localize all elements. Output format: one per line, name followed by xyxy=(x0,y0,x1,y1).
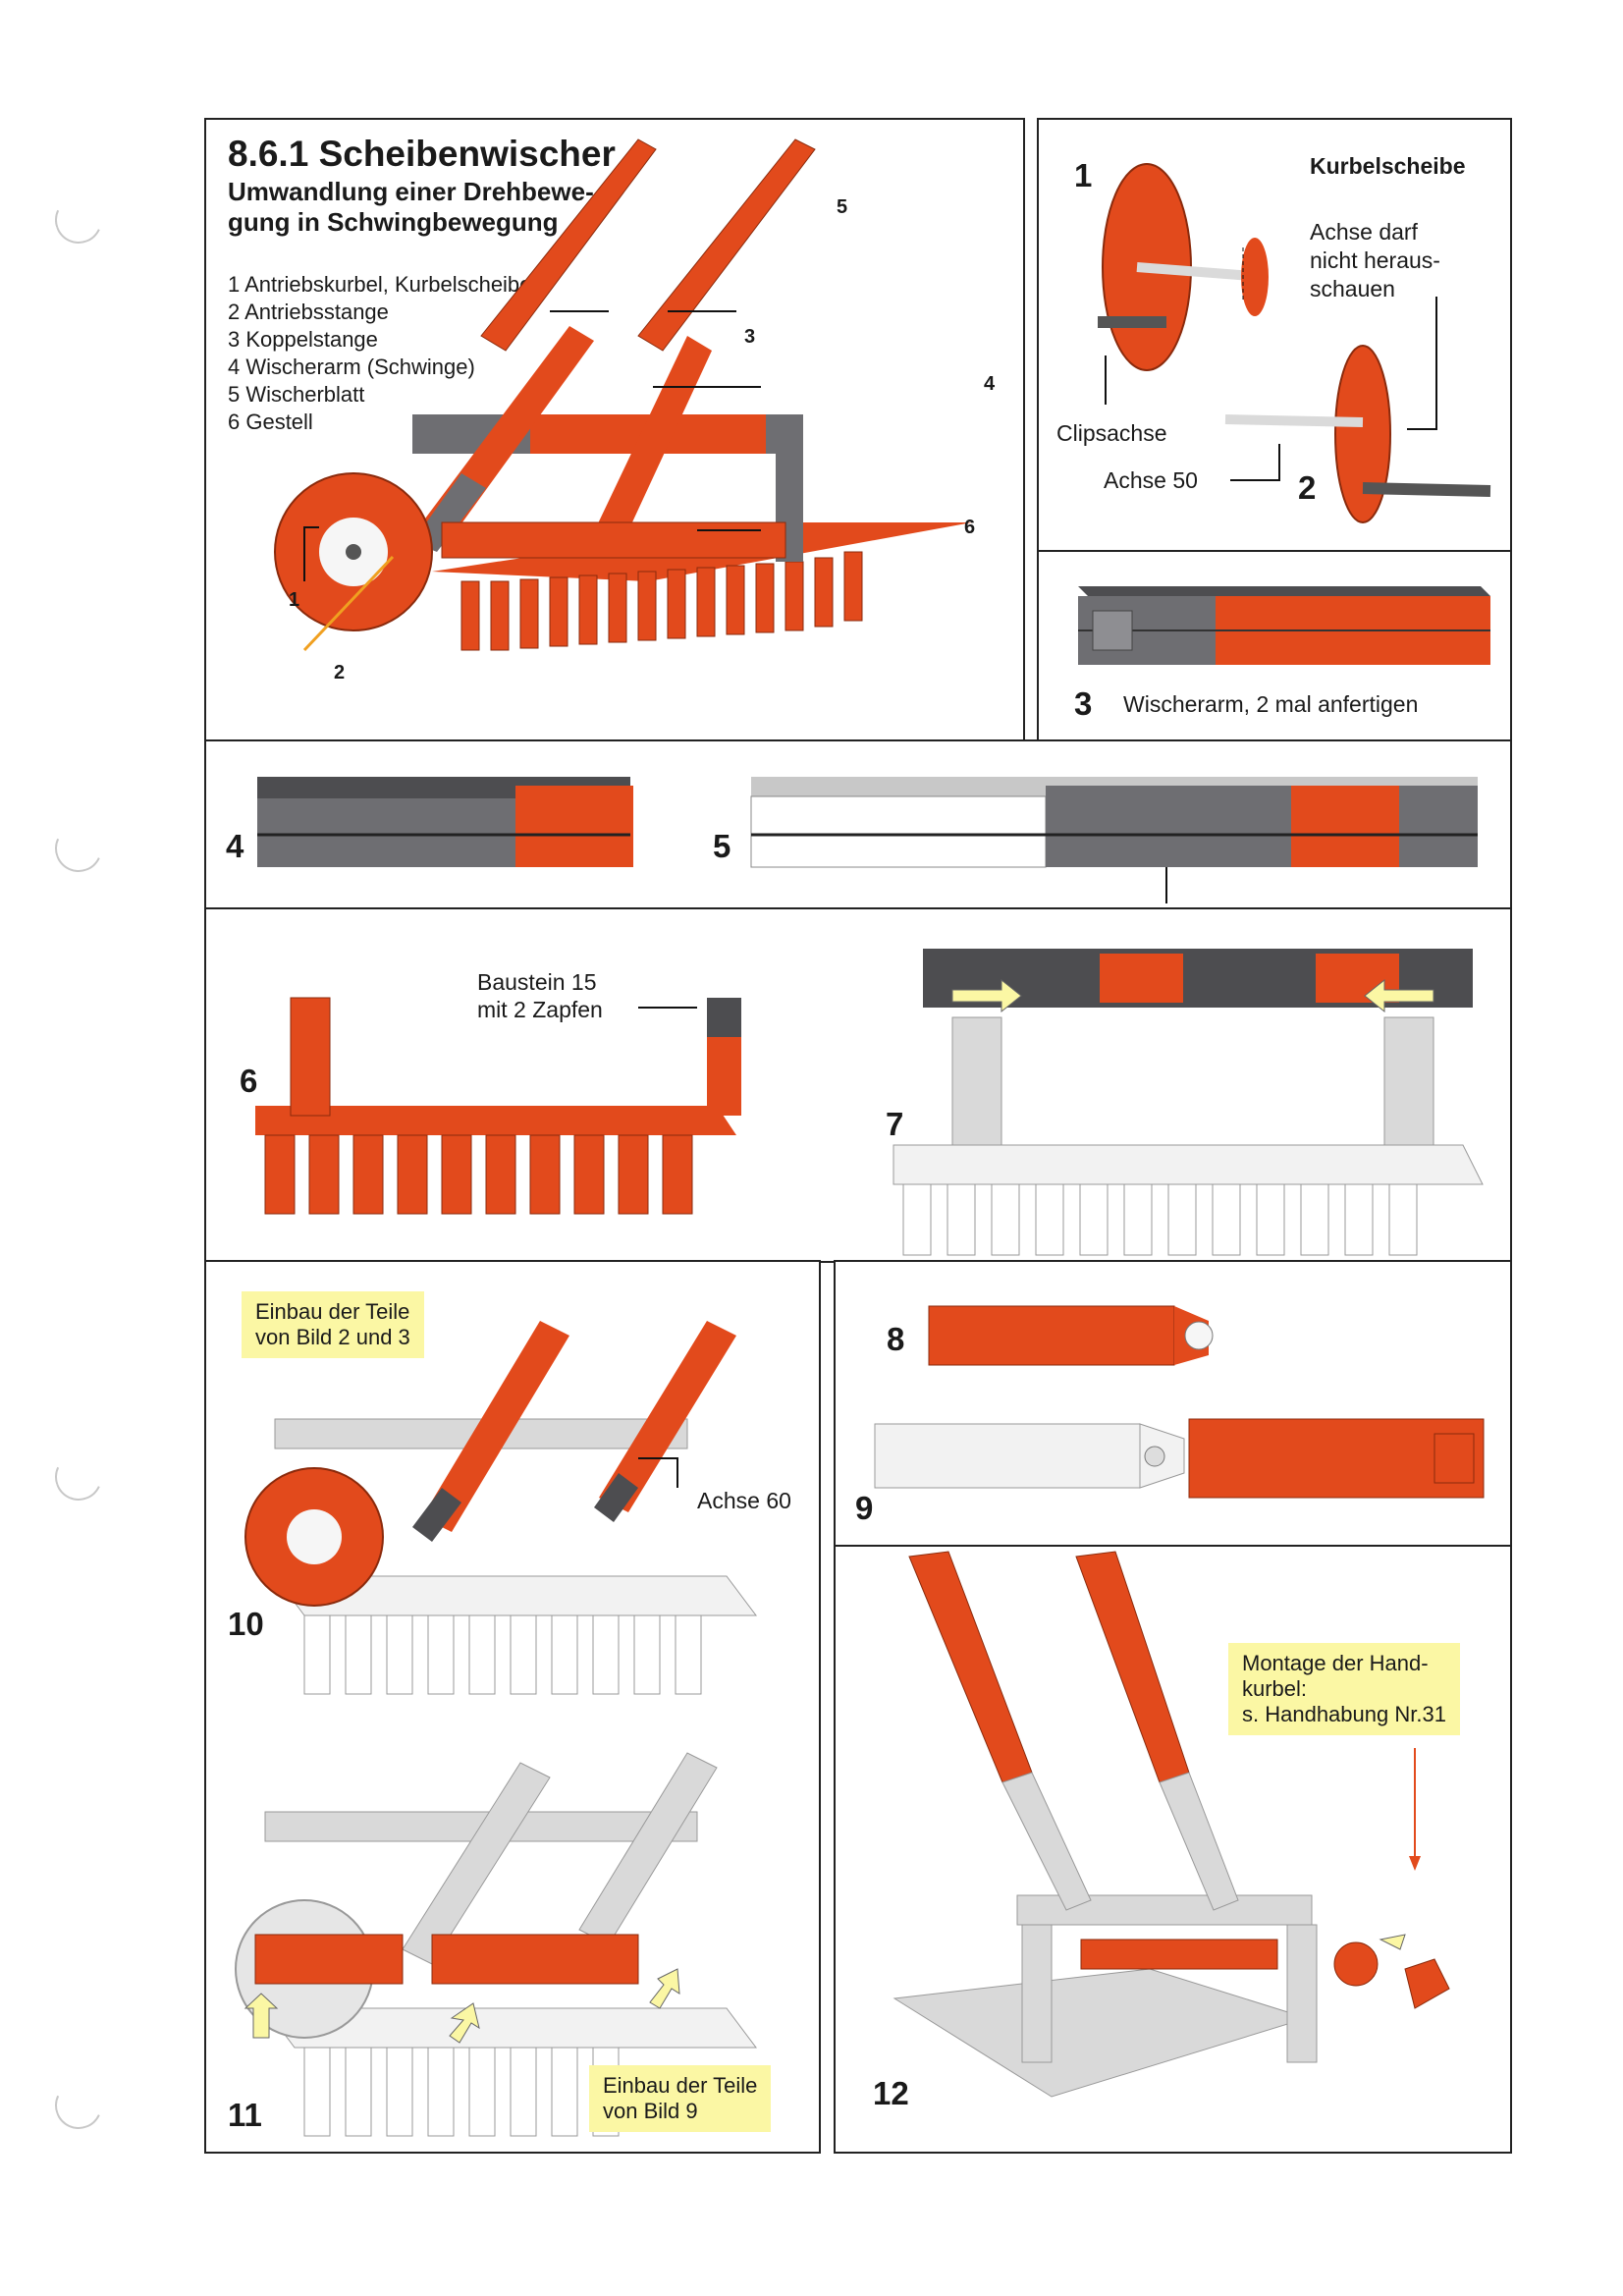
final-assembly-illustration xyxy=(893,1551,1450,2098)
legend-item: 2 Antriebsstange xyxy=(228,300,389,324)
subtitle-line: Umwandlung einer Drehbewe- xyxy=(228,177,594,206)
main-overview-panel: 8.6.1 Scheibenwischer Umwandlung einer D… xyxy=(204,118,1025,742)
axle-note: Achse darf nicht heraus- schauen xyxy=(1310,218,1440,303)
beam-assembly-illustration xyxy=(257,777,1478,903)
step-3-panel: 3 Wischerarm, 2 mal anfertigen xyxy=(1037,550,1512,742)
step-number: 4 xyxy=(226,828,244,864)
note-line: Montage der Hand- xyxy=(1242,1651,1429,1675)
note-line: Einbau der Teile xyxy=(255,1299,410,1324)
step-number: 5 xyxy=(713,828,731,864)
crank-disc-illustration xyxy=(1098,163,1491,523)
legend-item: 5 Wischerblatt xyxy=(228,382,365,407)
install-note: Einbau der Teile von Bild 9 xyxy=(589,2065,772,2132)
note-line: von Bild 9 xyxy=(603,2099,698,2123)
callout-1: 1 xyxy=(289,589,300,611)
label-line: mit 2 Zapfen xyxy=(477,997,603,1022)
step-10-11-panel: Einbau der Teile von Bild 2 und 3 Achse … xyxy=(204,1260,821,2154)
wiper-assembly-illustration xyxy=(274,138,972,652)
binder-hole xyxy=(48,190,109,250)
callout-6: 6 xyxy=(964,517,976,538)
clip-axle-label: Clipsachse xyxy=(1056,420,1167,446)
step-number: 3 xyxy=(1074,685,1093,722)
note-line: nicht heraus- xyxy=(1310,247,1440,273)
step-12-panel: Montage der Hand- kurbel: s. Handhabung … xyxy=(834,1545,1512,2154)
binder-hole xyxy=(48,1447,109,1507)
step-8-9-panel: 8 9 xyxy=(834,1260,1512,1548)
step-1-2-panel: 1 Kurbelscheibe Achse darf nicht heraus-… xyxy=(1037,118,1512,553)
page-title: 8.6.1 Scheibenwischer xyxy=(228,134,616,174)
crank-note: Montage der Hand- kurbel: s. Handhabung … xyxy=(1228,1643,1460,1735)
callout-2: 2 xyxy=(334,662,346,683)
note-line: von Bild 2 und 3 xyxy=(255,1325,410,1349)
legend-item: 4 Wischerarm (Schwinge) xyxy=(228,355,475,379)
note-line: Achse darf xyxy=(1310,219,1418,245)
legend-item: 3 Koppelstange xyxy=(228,327,378,352)
callout-5: 5 xyxy=(837,196,848,218)
parts-legend: 1 Antriebskurbel, Kurbelscheibe 2 Antrie… xyxy=(228,271,531,436)
binder-hole xyxy=(48,818,109,879)
label-line: Baustein 15 xyxy=(477,969,597,995)
subtitle-line: gung in Schwingbewegung xyxy=(228,207,559,237)
install-note: Einbau der Teile von Bild 2 und 3 xyxy=(242,1291,424,1358)
step-number: 6 xyxy=(240,1063,258,1099)
step-caption: Wischerarm, 2 mal anfertigen xyxy=(1123,691,1419,717)
axle-50-label: Achse 50 xyxy=(1104,467,1198,493)
step-number: 2 xyxy=(1298,469,1317,506)
note-line: Einbau der Teile xyxy=(603,2073,758,2098)
part-heading: Kurbelscheibe xyxy=(1310,153,1466,179)
frame-stand-illustration xyxy=(255,949,1484,1256)
step-number: 12 xyxy=(873,2075,909,2111)
callout-4: 4 xyxy=(984,373,996,395)
step-number: 8 xyxy=(887,1321,905,1357)
assembly-steps-illustration xyxy=(235,1321,757,2137)
legend-item: 6 Gestell xyxy=(228,410,313,434)
step-number: 7 xyxy=(886,1106,904,1142)
note-line: kurbel: xyxy=(1242,1676,1308,1701)
coupler-rod-illustration xyxy=(874,1305,1485,1499)
step-number: 10 xyxy=(228,1606,264,1642)
step-number: 9 xyxy=(855,1490,874,1526)
step-4-5-panel: 4 5 xyxy=(204,739,1512,910)
axle-60-label: Achse 60 xyxy=(697,1488,791,1513)
note-line: schauen xyxy=(1310,276,1395,301)
page-subtitle: Umwandlung einer Drehbewe- gung in Schwi… xyxy=(228,177,594,238)
note-line: s. Handhabung Nr.31 xyxy=(1242,1702,1446,1726)
step-6-7-panel: 6 Baustein 15 mit 2 Zapfen 7 xyxy=(204,907,1512,1263)
binder-hole xyxy=(48,2075,109,2136)
brick-label: Baustein 15 mit 2 Zapfen xyxy=(477,968,603,1023)
legend-item: 1 Antriebskurbel, Kurbelscheibe xyxy=(228,272,532,297)
step-number: 11 xyxy=(228,2097,262,2133)
wiper-arm-illustration xyxy=(1078,586,1490,665)
step-number: 1 xyxy=(1074,157,1093,193)
callout-3: 3 xyxy=(744,326,756,348)
